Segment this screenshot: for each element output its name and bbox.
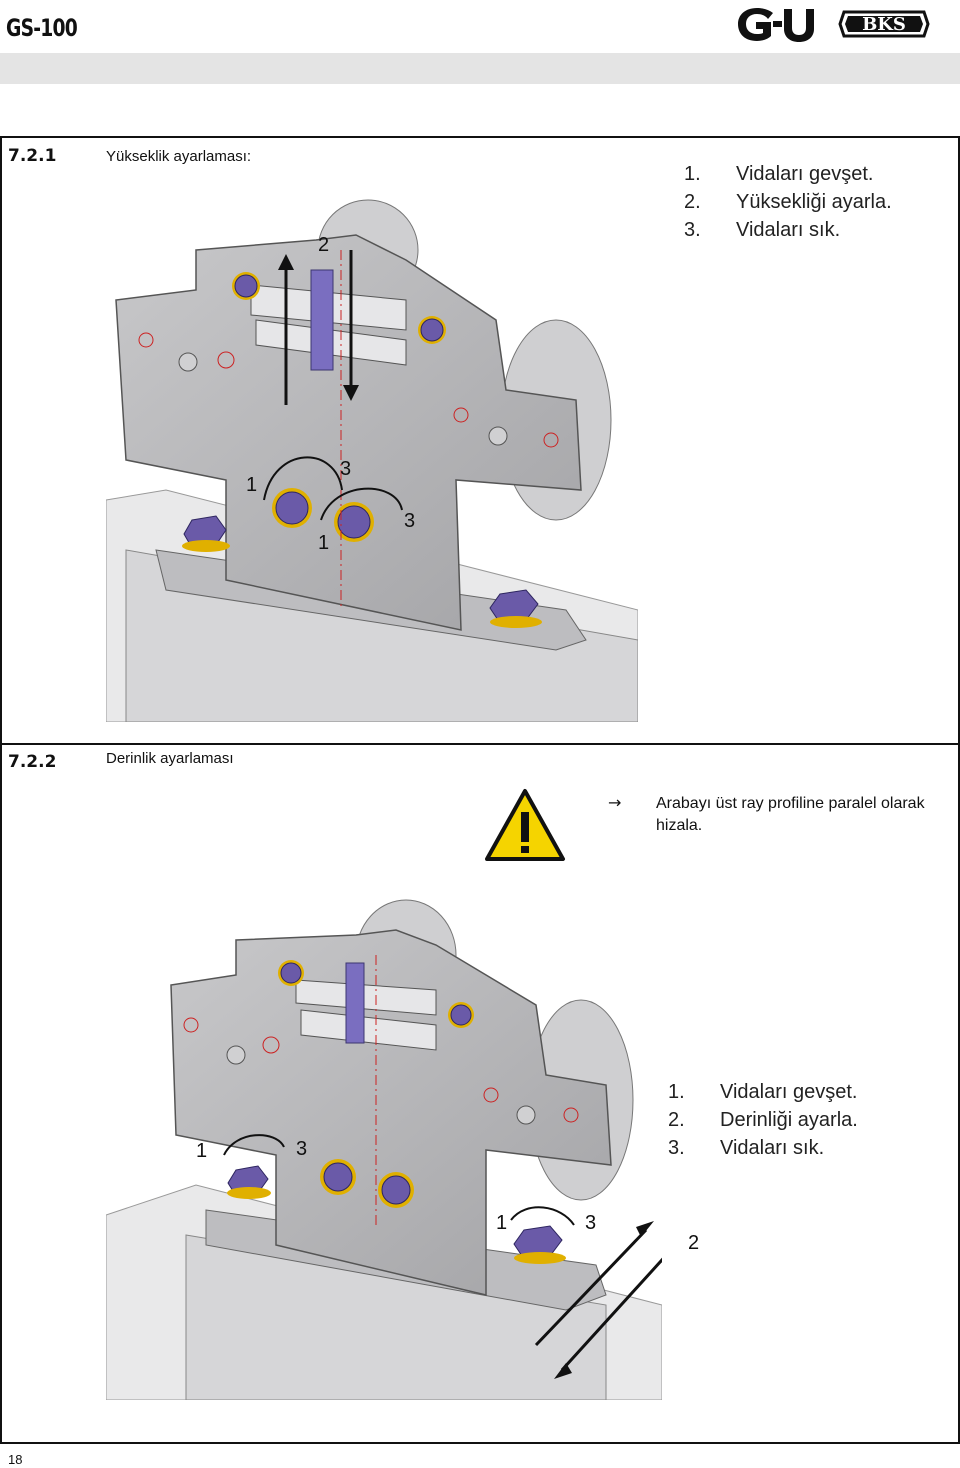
bolt xyxy=(280,962,302,984)
page-number: 18 xyxy=(8,1452,23,1467)
hole-marker xyxy=(563,1107,579,1123)
step-number: 1. xyxy=(684,163,701,185)
step-item: 1. Vidaları gevşet. xyxy=(668,1078,858,1106)
step-item: 3. Vidaları sık. xyxy=(684,216,892,244)
washer xyxy=(182,540,230,552)
hole xyxy=(178,352,198,372)
bracket-upper xyxy=(295,979,437,1016)
section-1-title: Yükseklik ayarlaması: xyxy=(106,148,252,165)
step-number: 2. xyxy=(668,1109,685,1131)
up-arrowhead xyxy=(278,254,294,270)
step-number: 1. xyxy=(668,1081,685,1103)
bks-logo: BKS xyxy=(838,10,930,38)
step-item: 2. Derinliği ayarla. xyxy=(668,1106,858,1134)
hole-marker xyxy=(183,1017,199,1033)
hole-marker xyxy=(543,432,559,448)
depth-arrowhead xyxy=(554,1363,572,1379)
gu-logo xyxy=(738,8,814,42)
arrow-bullet-icon: → xyxy=(608,793,622,812)
step-text: Vidaları gevşet. xyxy=(736,163,874,185)
step-text: Vidaları sık. xyxy=(720,1137,825,1159)
carrier-plate xyxy=(170,929,612,1296)
page-header: GS-100 BKS xyxy=(0,0,960,52)
section-2-title: Derinlik ayarlaması xyxy=(106,750,234,767)
hole-marker xyxy=(138,332,154,348)
bolt xyxy=(381,1175,411,1205)
depth-arrow xyxy=(534,1228,648,1347)
section-1-number: 7.2.1 xyxy=(8,146,57,166)
carrier-plate xyxy=(115,234,582,631)
bolt xyxy=(323,1162,353,1192)
bolt xyxy=(234,274,258,298)
bolt xyxy=(275,491,309,525)
bracket-lower xyxy=(300,1009,437,1051)
step-item: 3. Vidaları sık. xyxy=(668,1134,858,1162)
hole-marker xyxy=(483,1087,499,1103)
step-text: Derinliği ayarla. xyxy=(720,1109,858,1131)
document-code: GS-100 xyxy=(6,14,78,42)
step-text: Vidaları gevşet. xyxy=(720,1081,858,1103)
rotate-arrow xyxy=(510,1206,575,1226)
callout-label: 1 xyxy=(196,1140,208,1162)
bks-logo-text: BKS xyxy=(862,14,906,35)
washer xyxy=(490,616,542,628)
bolt xyxy=(420,318,444,342)
depth-adjustment-illustration xyxy=(106,899,662,1400)
callout-label: 1 xyxy=(496,1212,508,1234)
bolt xyxy=(450,1004,472,1026)
callout-label: 3 xyxy=(404,510,416,532)
step-item: 1. Vidaları gevşet. xyxy=(684,160,892,188)
bolt xyxy=(337,505,371,539)
section-1-steps: 1.Vidaları gevşet. 2.Yüksekliği ayarla. … xyxy=(684,160,892,244)
step-text: Yüksekliği ayarla. xyxy=(736,191,892,213)
step-text: Vidaları sık. xyxy=(736,219,841,241)
header-bar xyxy=(0,53,960,84)
rotate-arrow xyxy=(263,456,343,501)
step-number: 2. xyxy=(684,191,701,213)
hole-marker xyxy=(453,407,469,423)
washer xyxy=(514,1252,566,1264)
section-2-number: 7.2.2 xyxy=(8,752,57,772)
callout-label: 3 xyxy=(585,1212,597,1234)
adjust-bolt xyxy=(310,269,334,371)
adjust-bolt xyxy=(345,962,365,1044)
callout-label: 1 xyxy=(318,532,330,554)
callout-label: 3 xyxy=(340,458,352,480)
depth-arrow xyxy=(560,1257,662,1372)
step-number: 3. xyxy=(684,219,701,241)
section-divider xyxy=(0,743,960,745)
step-number: 3. xyxy=(668,1137,685,1159)
callout-label: 2 xyxy=(688,1232,700,1254)
washer xyxy=(227,1187,271,1199)
content-frame xyxy=(0,136,960,1444)
height-adjustment-illustration xyxy=(106,199,638,722)
hole xyxy=(516,1105,536,1125)
rotate-arrow xyxy=(320,487,403,521)
hole xyxy=(226,1045,246,1065)
callout-label: 1 xyxy=(246,474,258,496)
hole-marker xyxy=(217,351,235,369)
callout-label: 3 xyxy=(296,1138,308,1160)
hole-marker xyxy=(262,1036,280,1054)
down-arrowhead xyxy=(343,385,359,401)
section-2-steps: 1. Vidaları gevşet. 2. Derinliği ayarla. 3… xyxy=(668,1078,858,1162)
rotate-arrow xyxy=(223,1134,285,1156)
step-item: 2. Yüksekliği ayarla. xyxy=(684,188,892,216)
callout-label: 2 xyxy=(318,234,330,256)
warning-text: Arabayı üst ray profiline paralel olarak… xyxy=(656,795,925,834)
depth-arrowhead xyxy=(636,1221,654,1237)
warning-triangle-icon xyxy=(485,789,565,861)
hole xyxy=(488,426,508,446)
